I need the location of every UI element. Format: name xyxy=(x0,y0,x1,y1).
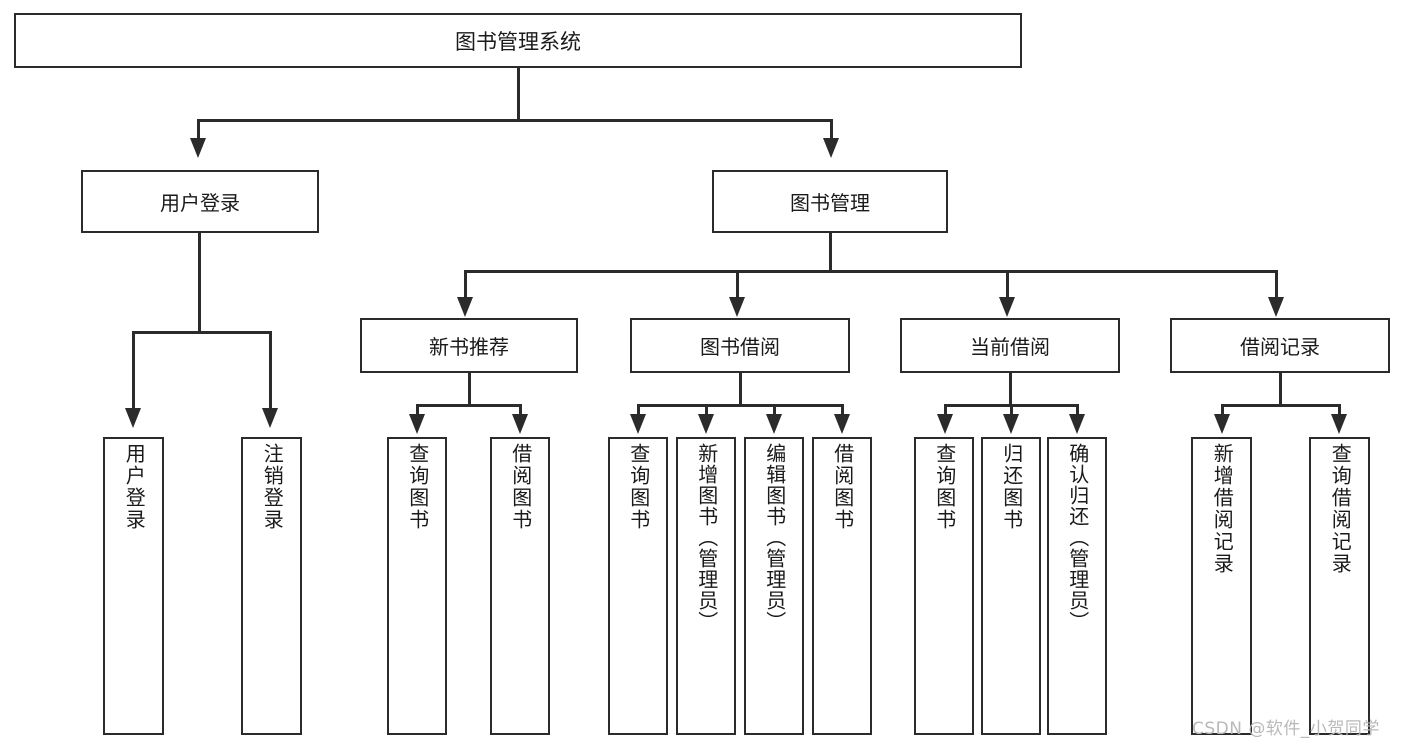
connector-bb-to-leaf-1 xyxy=(637,404,640,416)
arrow-cb-to-leaf-2 xyxy=(1003,414,1019,434)
node-label: 图书管理 xyxy=(790,191,870,215)
leaf-label: 查询图书 xyxy=(932,443,957,531)
leaf-new-book-borrow-books[interactable]: 借阅图书 xyxy=(490,437,550,735)
connector-bb-to-leaf-3 xyxy=(773,404,776,416)
connector-user-login-stem xyxy=(198,233,201,333)
node-label: 借阅记录 xyxy=(1240,335,1320,359)
arrow-nb-to-leaf-1 xyxy=(409,414,425,434)
leaf-current-borrow-return-books[interactable]: 归还图书 xyxy=(981,437,1041,735)
leaf-label: 查询借阅记录 xyxy=(1328,443,1353,575)
leaf-book-borrow-add-book-admin[interactable]: 新增图书（管理员） xyxy=(676,437,736,735)
connector-borrow-record-stem xyxy=(1279,373,1282,407)
leaf-label: 查询图书 xyxy=(405,443,430,531)
connector-br-to-leaf-2 xyxy=(1338,404,1341,416)
connector-book-management-bus xyxy=(464,270,1278,273)
node-new-book-recommend[interactable]: 新书推荐 xyxy=(360,318,578,373)
node-book-borrow[interactable]: 图书借阅 xyxy=(630,318,850,373)
connector-bm-to-current-borrow xyxy=(1006,270,1009,300)
arrow-cb-to-leaf-3 xyxy=(1069,414,1085,434)
leaf-label: 编辑图书（管理员） xyxy=(762,443,787,632)
node-book-management[interactable]: 图书管理 xyxy=(712,170,948,233)
connector-user-login-bus xyxy=(132,331,272,334)
leaf-label: 借阅图书 xyxy=(830,443,855,531)
arrow-root-to-user-login xyxy=(190,138,206,158)
connector-new-book-stem xyxy=(468,373,471,407)
leaf-label: 查询图书 xyxy=(626,443,651,531)
arrow-bm-to-new-book-recommend xyxy=(457,297,473,317)
node-label: 用户登录 xyxy=(160,191,240,215)
node-user-login[interactable]: 用户登录 xyxy=(81,170,319,233)
connector-bb-to-leaf-2 xyxy=(705,404,708,416)
arrow-bb-to-leaf-3 xyxy=(766,414,782,434)
csdn-watermark: CSDN @软件_小贺同学 xyxy=(1192,719,1380,739)
leaf-book-borrow-borrow-books[interactable]: 借阅图书 xyxy=(812,437,872,735)
connector-nb-to-leaf-1 xyxy=(416,404,419,416)
connector-root-to-book-management xyxy=(830,119,833,141)
connector-nb-to-leaf-2 xyxy=(519,404,522,416)
connector-root-to-user-login xyxy=(197,119,200,141)
connector-user-login-to-leaf-1 xyxy=(132,331,135,411)
arrow-root-to-book-management xyxy=(823,138,839,158)
connector-root-stem xyxy=(517,68,520,120)
node-label: 图书管理系统 xyxy=(455,29,581,54)
arrow-bm-to-current-borrow xyxy=(999,297,1015,317)
leaf-label: 归还图书 xyxy=(999,443,1024,531)
arrow-br-to-leaf-2 xyxy=(1331,414,1347,434)
arrow-nb-to-leaf-2 xyxy=(512,414,528,434)
leaf-book-borrow-query-books[interactable]: 查询图书 xyxy=(608,437,668,735)
leaf-label: 确认归还（管理员） xyxy=(1065,443,1090,632)
connector-cb-to-leaf-2 xyxy=(1010,404,1013,416)
node-borrow-record[interactable]: 借阅记录 xyxy=(1170,318,1390,373)
leaf-current-borrow-query-books[interactable]: 查询图书 xyxy=(914,437,974,735)
connector-root-bus xyxy=(197,119,833,122)
arrow-bm-to-borrow-record xyxy=(1268,297,1284,317)
connector-current-borrow-stem xyxy=(1009,373,1012,407)
leaf-new-book-query-books[interactable]: 查询图书 xyxy=(387,437,447,735)
leaf-borrow-record-add-record[interactable]: 新增借阅记录 xyxy=(1191,437,1252,735)
node-label: 当前借阅 xyxy=(970,335,1050,359)
node-current-borrow[interactable]: 当前借阅 xyxy=(900,318,1120,373)
leaf-current-borrow-confirm-return-admin[interactable]: 确认归还（管理员） xyxy=(1047,437,1107,735)
node-root-book-management-system[interactable]: 图书管理系统 xyxy=(14,13,1022,68)
connector-cb-to-leaf-1 xyxy=(944,404,947,416)
leaf-user-login-login[interactable]: 用户登录 xyxy=(103,437,164,735)
leaf-borrow-record-query-record[interactable]: 查询借阅记录 xyxy=(1309,437,1370,735)
connector-cb-to-leaf-3 xyxy=(1076,404,1079,416)
leaf-label: 新增图书（管理员） xyxy=(694,443,719,632)
arrow-bb-to-leaf-1 xyxy=(630,414,646,434)
connector-book-borrow-stem xyxy=(739,373,742,407)
arrow-bb-to-leaf-2 xyxy=(698,414,714,434)
leaf-label: 注销登录 xyxy=(260,443,285,531)
node-label: 新书推荐 xyxy=(429,335,509,359)
leaf-user-login-logout[interactable]: 注销登录 xyxy=(241,437,302,735)
leaf-label: 新增借阅记录 xyxy=(1210,443,1235,575)
arrow-bm-to-book-borrow xyxy=(729,297,745,317)
arrow-bb-to-leaf-4 xyxy=(834,414,850,434)
connector-bm-to-borrow-record xyxy=(1275,270,1278,300)
arrow-user-login-to-leaf-1 xyxy=(125,408,141,428)
connector-book-management-stem xyxy=(829,233,832,273)
arrow-br-to-leaf-1 xyxy=(1214,414,1230,434)
connector-borrow-record-bus xyxy=(1221,404,1341,407)
node-label: 图书借阅 xyxy=(700,335,780,359)
arrow-cb-to-leaf-1 xyxy=(937,414,953,434)
connector-user-login-to-leaf-2 xyxy=(269,331,272,411)
connector-bm-to-new-book xyxy=(464,270,467,300)
connector-bm-to-book-borrow xyxy=(736,270,739,300)
connector-book-borrow-bus xyxy=(637,404,843,407)
leaf-label: 借阅图书 xyxy=(508,443,533,531)
leaf-book-borrow-edit-book-admin[interactable]: 编辑图书（管理员） xyxy=(744,437,804,735)
leaf-label: 用户登录 xyxy=(122,443,147,531)
connector-br-to-leaf-1 xyxy=(1221,404,1224,416)
arrow-user-login-to-leaf-2 xyxy=(262,408,278,428)
connector-bb-to-leaf-4 xyxy=(841,404,844,416)
connector-new-book-bus xyxy=(416,404,522,407)
